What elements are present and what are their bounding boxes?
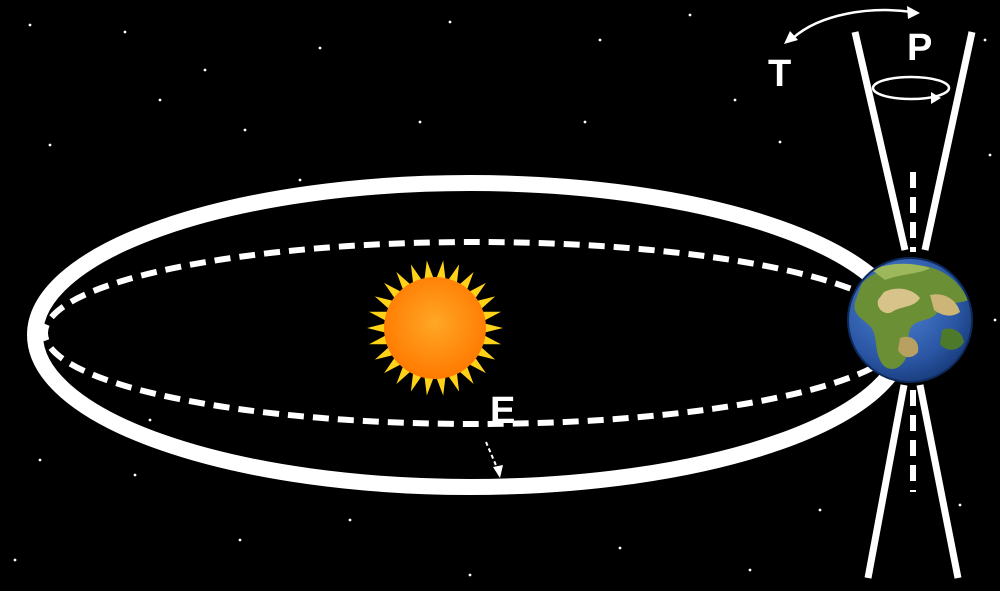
star (49, 144, 52, 147)
star (239, 539, 242, 542)
star (319, 47, 322, 50)
eccentricity-label: E (490, 390, 515, 432)
star (819, 509, 822, 512)
star (584, 121, 587, 124)
star (299, 179, 302, 182)
precession-label: P (907, 27, 932, 69)
star (749, 569, 752, 572)
star (689, 14, 692, 17)
star (959, 504, 962, 507)
star (204, 69, 207, 72)
star (419, 121, 422, 124)
star (149, 419, 152, 422)
star (449, 21, 452, 24)
star (599, 39, 602, 42)
star (134, 474, 137, 477)
star (159, 99, 162, 102)
star (14, 559, 17, 562)
star (124, 31, 127, 34)
star (469, 574, 472, 577)
tilt-label: T (768, 53, 791, 95)
star (349, 519, 352, 522)
star (984, 39, 987, 42)
star (619, 547, 622, 550)
star (994, 319, 997, 322)
star (244, 129, 247, 132)
star (734, 99, 737, 102)
star (29, 24, 32, 27)
star (779, 141, 782, 144)
star (39, 459, 42, 462)
earth-globe-icon (848, 258, 972, 382)
star (989, 154, 992, 157)
